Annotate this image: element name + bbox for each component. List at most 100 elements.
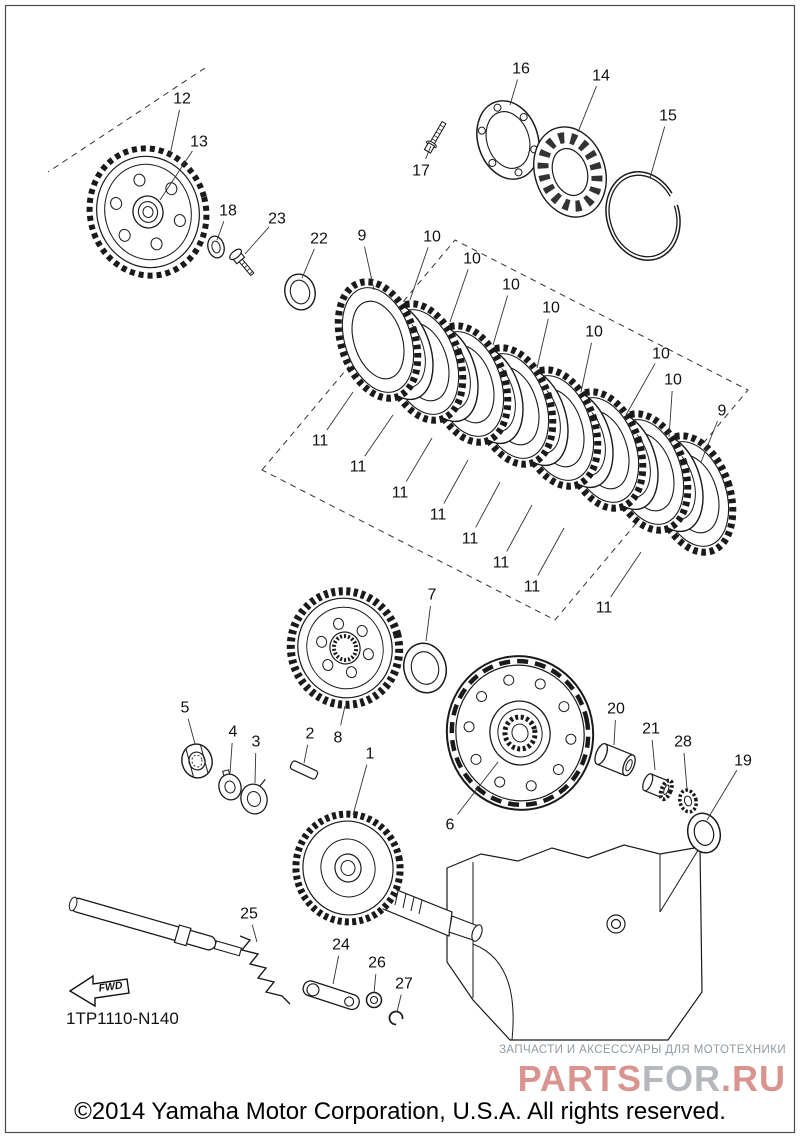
part-callout: 28 (674, 734, 692, 751)
part-callout: 19 (734, 753, 752, 770)
straight-key-drawing (289, 760, 319, 780)
primary-driven-gear-drawing (286, 587, 404, 709)
leader-line (352, 764, 368, 816)
part-callout: 23 (268, 211, 286, 228)
part-callout: 10 (502, 277, 520, 294)
leader-line (425, 145, 432, 160)
pressure-plate-drawing (86, 145, 210, 279)
leader-line (580, 342, 592, 393)
part-callout: 4 (229, 724, 238, 741)
return-spring-drawing (239, 935, 291, 1005)
leader-line (475, 481, 501, 528)
part-callout: 26 (368, 955, 386, 972)
circlip-27-drawing (388, 1010, 404, 1026)
leader-line (301, 248, 315, 279)
leader-line (449, 269, 469, 323)
leader-line (425, 605, 431, 642)
push-lever-arm-drawing (302, 980, 360, 1011)
part-callout: 5 (181, 700, 190, 717)
leader-line (364, 414, 394, 457)
part-callout: 10 (652, 346, 670, 363)
leader-line (169, 109, 180, 156)
plain-washer-drawing (686, 812, 722, 854)
judder-spring-drawing (533, 126, 607, 218)
leader-line (229, 742, 233, 774)
nut-drawing (181, 743, 213, 779)
part-callout: 10 (463, 251, 481, 268)
part-callout: 8 (334, 730, 343, 747)
part-callout: 27 (395, 976, 413, 993)
part-callout: 11 (596, 600, 613, 617)
leader-line (409, 247, 429, 301)
part-callout: 17 (412, 163, 430, 180)
part-callout: 11 (524, 579, 541, 596)
leader-line (625, 363, 656, 416)
leader-line (364, 246, 375, 291)
part-callout: 11 (350, 459, 367, 476)
part-callout: 10 (423, 229, 441, 246)
bolt-drawing (423, 120, 447, 154)
leader-line (373, 973, 377, 994)
leader-line (668, 390, 673, 438)
crankcase-outline-drawing (446, 844, 703, 1041)
leader-line (187, 718, 196, 745)
leader-line (443, 459, 469, 504)
watermark-logo-segment: PARTS (518, 1058, 642, 1099)
part-callout: 11 (392, 485, 409, 502)
part-callout: 11 (462, 531, 479, 548)
part-callout: 7 (428, 587, 437, 604)
push-rod-drawing (594, 742, 636, 777)
part-callout: 2 (306, 726, 315, 743)
part-callout: 20 (607, 701, 625, 718)
part-callout: 16 (512, 61, 530, 78)
part-callout: 25 (240, 906, 258, 923)
thrust-washer-drawing (402, 642, 448, 694)
part-callout: 24 (332, 937, 350, 954)
part-callout: 14 (592, 68, 610, 85)
leader-line (303, 744, 309, 764)
part-callout: 11 (312, 433, 329, 450)
leader-line (506, 504, 533, 552)
leader-line (216, 221, 225, 241)
leader-line (456, 761, 499, 815)
leader-line (577, 85, 597, 133)
leader-line (509, 79, 519, 106)
leader-line (254, 752, 257, 784)
fwd-arrow: FWD (68, 974, 130, 1008)
part-callout: 9 (718, 403, 727, 420)
part-callout: 22 (310, 231, 328, 248)
primary-drive-gear-drawing (292, 810, 404, 926)
leader-line (244, 226, 270, 255)
part-callout: 10 (542, 300, 560, 317)
part-callout: 21 (642, 721, 660, 738)
part-callout: 10 (664, 372, 682, 389)
watermark-logo-segment: .RU (721, 1058, 786, 1099)
part-callout: 11 (493, 555, 510, 572)
part-callout: 9 (358, 228, 367, 245)
leader-line (536, 318, 549, 369)
part-callout: 1 (366, 746, 375, 763)
leader-line (492, 295, 509, 346)
part-code-label: 1TP1110-N140 (66, 1009, 179, 1028)
clutch-housing-drawing (445, 655, 595, 811)
part-callout: 10 (585, 324, 603, 341)
fwd-arrow-icon (68, 974, 130, 1008)
leader-line (332, 955, 340, 985)
splined-sleeve-drawing (642, 773, 674, 802)
leader-line (340, 705, 346, 726)
leader-line (610, 551, 642, 598)
leader-line (405, 437, 433, 482)
watermark-logo: PARTSFOR.RU (518, 1058, 786, 1099)
part-callout: 13 (190, 134, 208, 151)
leader-line (651, 739, 656, 771)
clutch-plate-stack-drawing (324, 272, 746, 563)
seal-ring-drawing (284, 273, 316, 311)
part-callout: 11 (430, 507, 447, 524)
push-lever-shaft-drawing (68, 896, 243, 957)
toothed-washer-drawing (678, 788, 698, 814)
watermark-tagline: ЗАПЧАСТИ И АКСЕССУАРЫ ДЛЯ МОТОТЕХНИКИ (499, 1044, 786, 1056)
wire-circlip-drawing (605, 171, 681, 261)
part-callout: 18 (219, 203, 237, 220)
watermark-logo-segment: FOR (642, 1058, 721, 1099)
tab-washer-drawing (240, 779, 268, 815)
